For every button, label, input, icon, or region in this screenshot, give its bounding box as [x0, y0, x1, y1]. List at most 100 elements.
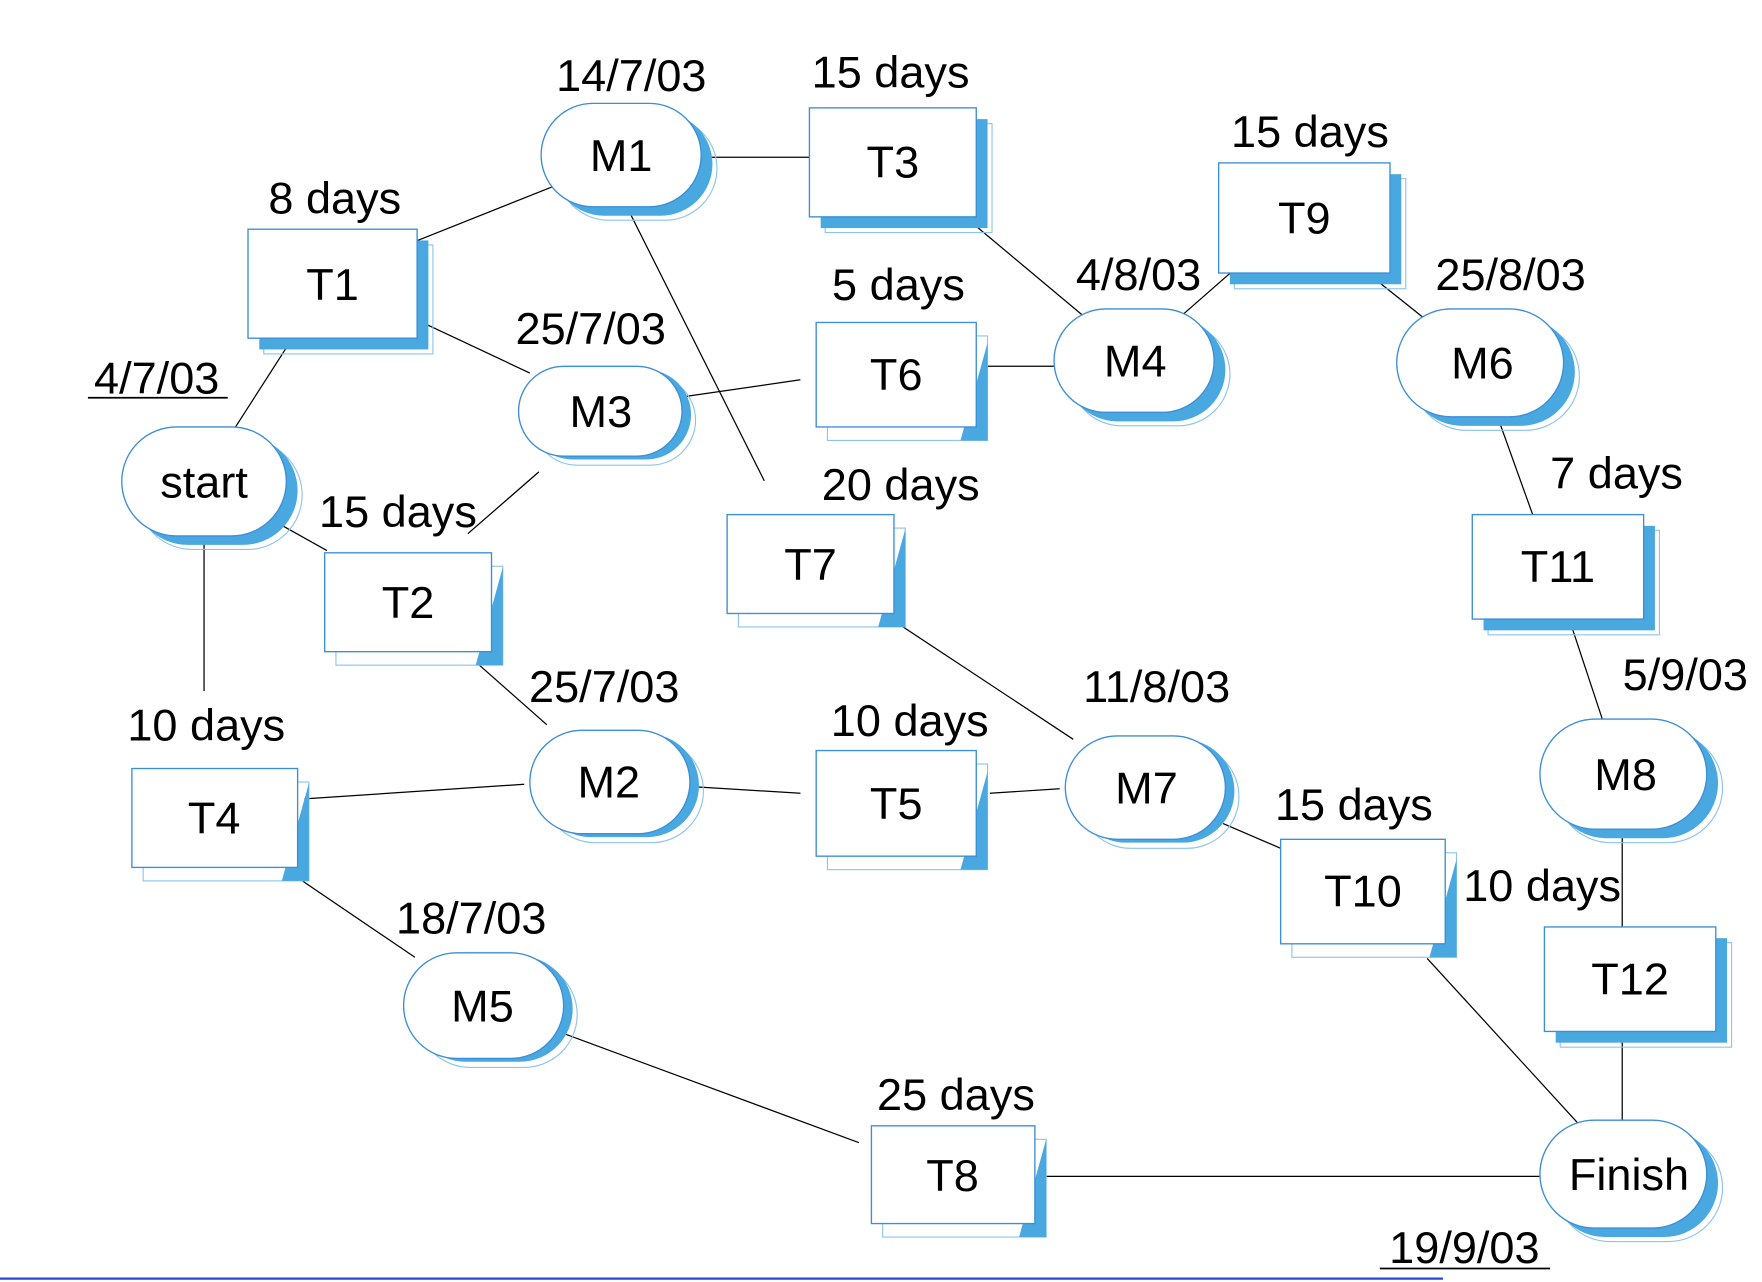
task-t3-box — [808, 107, 977, 218]
milestone-m2-shape — [529, 729, 691, 835]
task-t10: T10 — [1279, 838, 1458, 958]
task-t1: T1 — [247, 228, 434, 355]
milestone-m3: M3 — [517, 365, 697, 466]
duration-t5: 10 days — [831, 695, 989, 746]
duration-t7: 20 days — [822, 459, 980, 510]
milestone-m1-shape — [540, 102, 702, 208]
task-t5-label: T5 — [870, 778, 923, 829]
milestone-m4: M4 — [1053, 308, 1231, 427]
task-t6: T6 — [815, 321, 989, 442]
edge-start-t1 — [232, 333, 296, 431]
task-t4-label: T4 — [188, 793, 241, 844]
edge-t2-m2 — [476, 662, 548, 726]
duration-t6: 5 days — [832, 259, 965, 310]
task-t4-box — [131, 767, 299, 869]
task-t6-label: T6 — [870, 349, 923, 400]
milestone-m1: M1 — [540, 102, 718, 221]
task-t11: T11 — [1471, 513, 1660, 636]
task-t2-box — [323, 552, 493, 653]
milestone-m6: M6 — [1396, 308, 1580, 431]
task-t5-box — [815, 749, 977, 857]
date-m4: 4/8/03 — [1076, 249, 1201, 300]
milestone-start-label: start — [160, 457, 248, 508]
task-t1-box — [247, 228, 418, 339]
task-t9-label: T9 — [1278, 193, 1331, 244]
task-t12-box — [1543, 926, 1717, 1033]
duration-t11: 7 days — [1550, 448, 1683, 499]
milestone-m3-label: M3 — [570, 386, 633, 437]
task-t8: T8 — [870, 1125, 1047, 1238]
duration-t10: 15 days — [1275, 779, 1433, 830]
edge-t11-m8 — [1567, 615, 1605, 725]
milestone-m5-label: M5 — [451, 980, 514, 1031]
edge-t1-m1 — [414, 184, 556, 243]
milestone-m7-label: M7 — [1115, 762, 1178, 813]
task-t12: T12 — [1543, 926, 1733, 1048]
task-t2-label: T2 — [382, 577, 435, 628]
edge-m1-t7 — [622, 199, 765, 482]
task-t11-label: T11 — [1521, 541, 1595, 592]
milestone-m5-shape — [402, 952, 565, 1060]
edges — [203, 156, 1623, 1178]
task-t7: T7 — [726, 513, 906, 628]
task-t2: T2 — [323, 552, 504, 666]
date-start: 4/7/03 — [94, 352, 219, 403]
task-t10-box — [1279, 838, 1446, 945]
milestone-m8: M8 — [1539, 718, 1724, 844]
duration-t12: 10 days — [1463, 860, 1621, 911]
milestone-m7: M7 — [1064, 735, 1240, 849]
task-t7-label: T7 — [784, 539, 837, 590]
milestone-m1-label: M1 — [590, 130, 653, 181]
task-t5: T5 — [815, 749, 989, 871]
duration-t3: 15 days — [812, 47, 970, 98]
date-m1: 14/7/03 — [556, 50, 706, 101]
milestone-m5: M5 — [402, 952, 578, 1068]
date-finish: 19/9/03 — [1389, 1222, 1539, 1273]
milestone-finish: Finish — [1539, 1119, 1724, 1243]
duration-t2: 15 days — [319, 486, 477, 537]
milestone-start-shape — [121, 426, 288, 537]
edge-t3-m4 — [957, 210, 1092, 323]
task-t12-label: T12 — [1591, 953, 1669, 1004]
duration-t8: 25 days — [877, 1069, 1035, 1120]
task-t1-label: T1 — [306, 259, 359, 310]
milestone-finish-label: Finish — [1569, 1149, 1689, 1200]
date-m3: 25/7/03 — [516, 303, 666, 354]
milestone-m2: M2 — [529, 729, 705, 844]
edge-m3-t6 — [684, 379, 801, 398]
milestone-m6-label: M6 — [1451, 338, 1514, 389]
date-m6: 25/8/03 — [1435, 249, 1585, 300]
date-m7: 11/8/03 — [1083, 661, 1230, 712]
milestone-m4-shape — [1053, 308, 1215, 414]
task-t11-box — [1471, 513, 1645, 620]
task-t4: T4 — [131, 767, 310, 882]
edge-t10-finish — [1426, 957, 1579, 1124]
edge-t4-m5 — [287, 870, 416, 958]
edge-m2-t5 — [689, 785, 801, 794]
edge-t7-m7 — [882, 612, 1074, 740]
edge-t2-m3 — [467, 471, 540, 535]
task-t6-box — [815, 321, 977, 428]
duration-t4: 10 days — [127, 700, 285, 751]
task-t9-box — [1217, 162, 1391, 274]
milestone-m2-label: M2 — [577, 757, 640, 808]
milestone-m8-shape — [1539, 718, 1708, 830]
milestone-m7-shape — [1064, 735, 1227, 840]
milestone-start: start — [121, 426, 303, 550]
task-t7-box — [726, 513, 895, 615]
date-m2: 25/7/03 — [529, 661, 679, 712]
milestone-m8-label: M8 — [1594, 749, 1657, 800]
duration-t9: 15 days — [1231, 106, 1389, 157]
edge-m5-t8 — [557, 1030, 860, 1144]
milestone-finish-shape — [1539, 1119, 1708, 1229]
date-labels: 4/7/03 14/7/03 25/7/03 25/7/03 18/7/03 4… — [87, 50, 1748, 1273]
edge-m7-t10 — [1222, 823, 1281, 849]
task-t8-box — [870, 1125, 1036, 1225]
task-t10-label: T10 — [1324, 866, 1402, 917]
date-m8: 5/9/03 — [1623, 649, 1748, 700]
edge-t5-m7 — [989, 788, 1060, 794]
task-t9: T9 — [1217, 162, 1407, 290]
task-t8-label: T8 — [926, 1150, 979, 1201]
edge-m4-t9 — [1179, 266, 1238, 318]
task-t3: T3 — [808, 107, 993, 234]
